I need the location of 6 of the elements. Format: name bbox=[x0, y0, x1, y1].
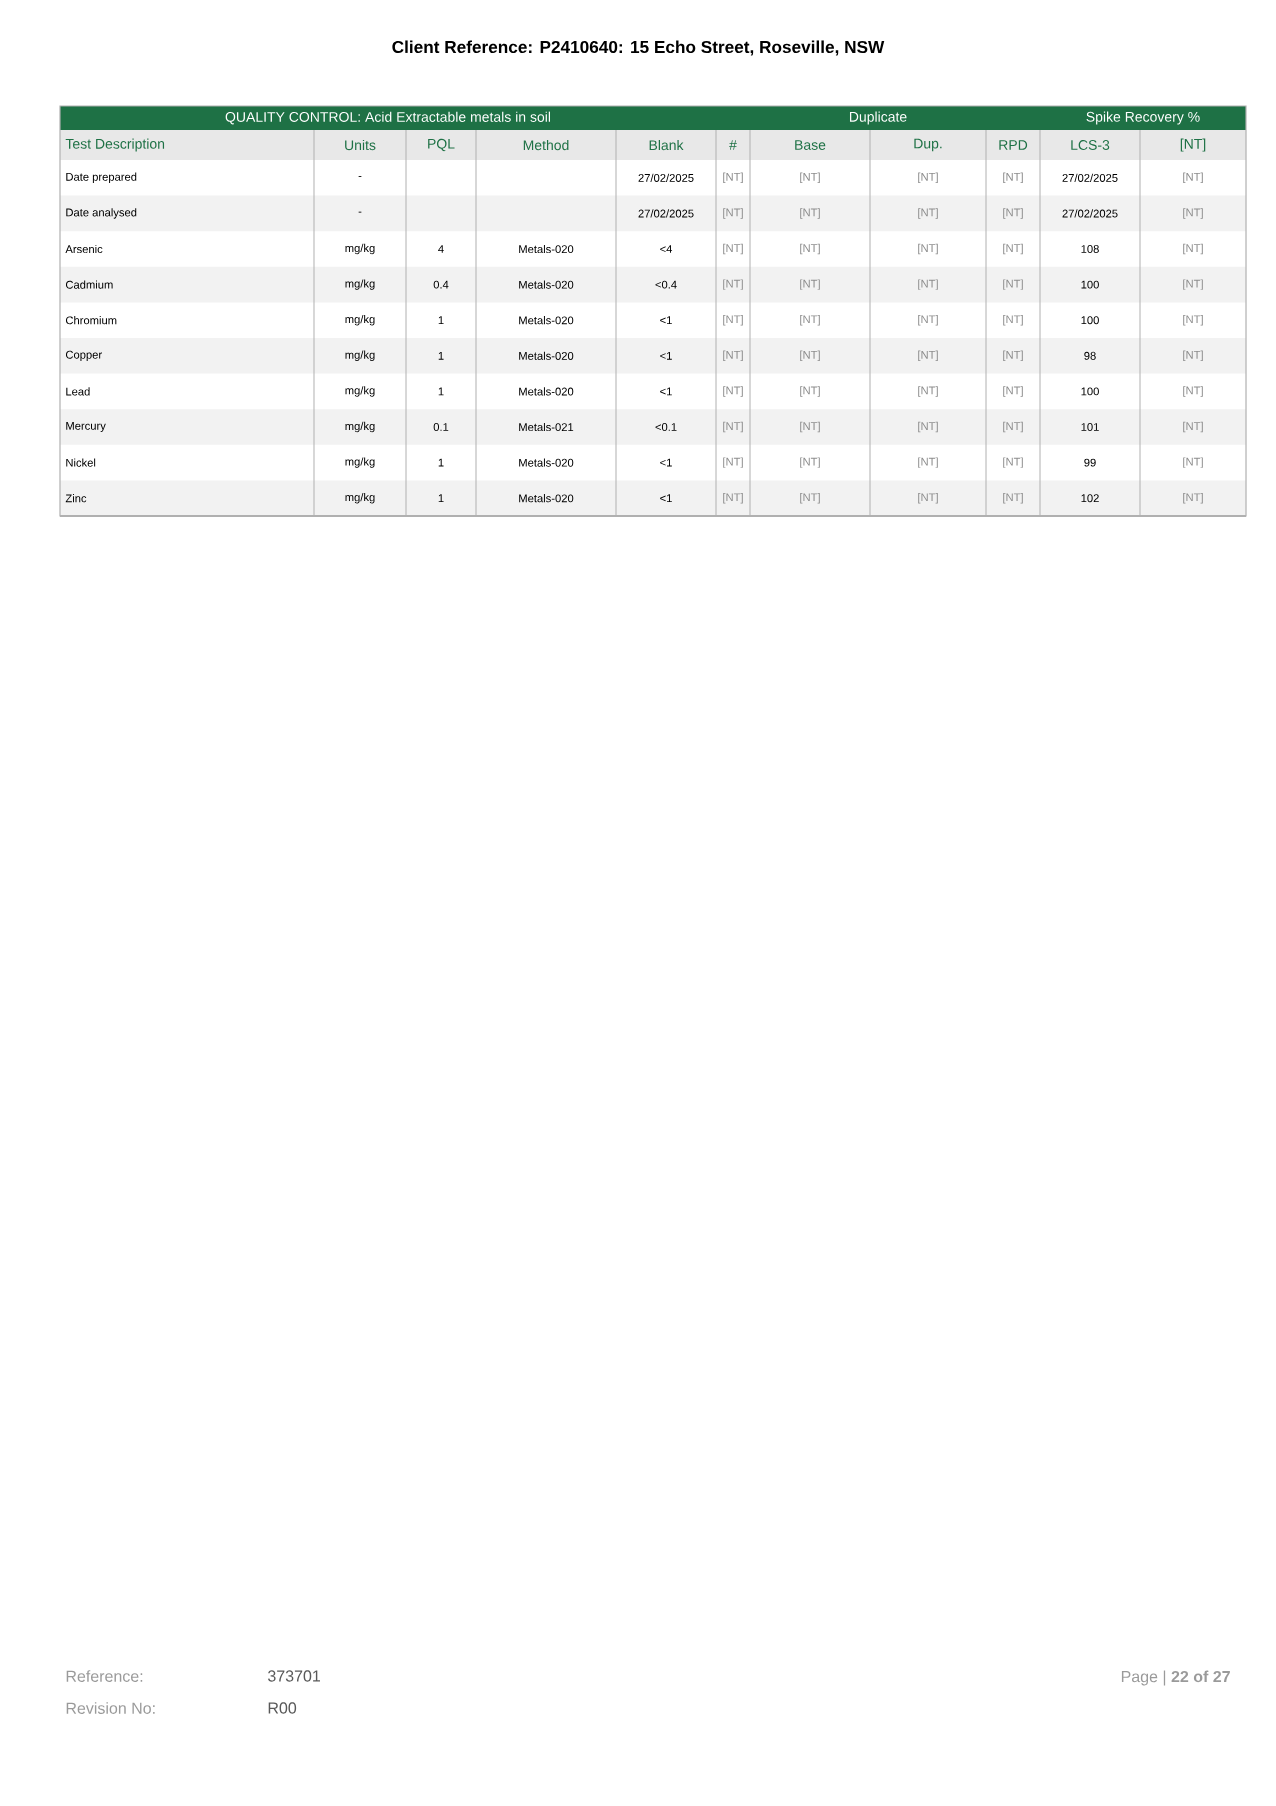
footer-text: Revision No: bbox=[66, 1702, 155, 1714]
page-title: Client Reference: P2410640: 15 Echo Street, Roseville, NSW bbox=[392, 40, 885, 56]
footer-text: 373701 bbox=[268, 1670, 320, 1682]
footer-text: Page | 22 of 27 bbox=[1121, 1670, 1230, 1686]
footer-text: R00 bbox=[268, 1702, 297, 1714]
footer-text: Reference: bbox=[66, 1670, 143, 1682]
